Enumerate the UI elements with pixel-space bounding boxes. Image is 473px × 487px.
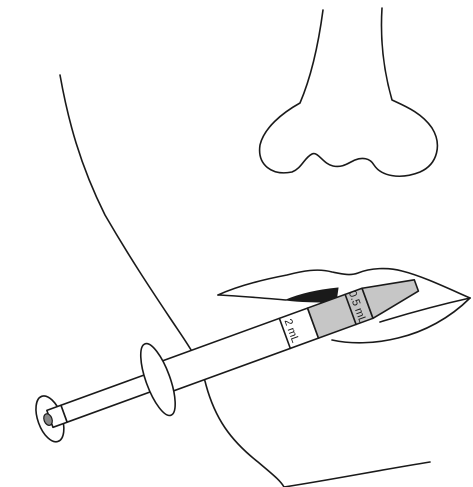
upper-lip [218, 269, 470, 298]
syringe-tip [362, 270, 422, 318]
face-outline [60, 75, 284, 487]
oral-syringe: 2 mL 0.5 mL [26, 250, 430, 459]
lip-line-upper [218, 295, 286, 300]
nose [260, 8, 438, 176]
chin-contour [284, 462, 430, 487]
